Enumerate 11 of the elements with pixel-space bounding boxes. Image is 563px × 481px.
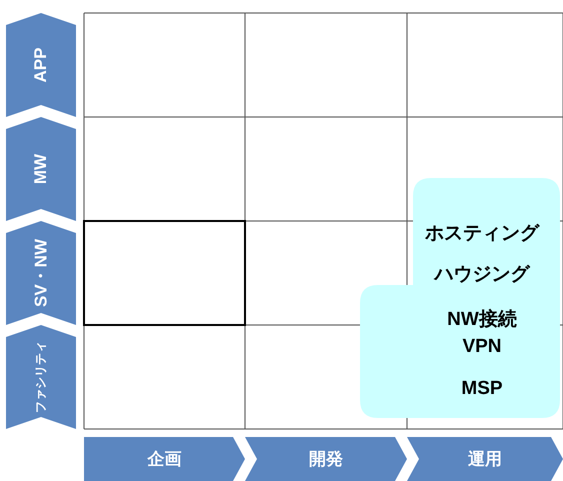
service-label: ハウジング: [432, 263, 532, 287]
row-label: SV・NW: [30, 239, 52, 307]
row-label: ファシリティ: [32, 341, 48, 413]
service-label: NW接続 VPN: [446, 308, 518, 359]
column-label: 運用: [468, 448, 502, 470]
service-label: MSP: [460, 377, 504, 401]
column-label: 開発: [309, 448, 343, 470]
row-label: APP: [31, 48, 51, 82]
column-label: 企画: [148, 448, 182, 470]
row-label: MW: [31, 154, 51, 184]
service-label: ホスティング: [424, 222, 541, 246]
